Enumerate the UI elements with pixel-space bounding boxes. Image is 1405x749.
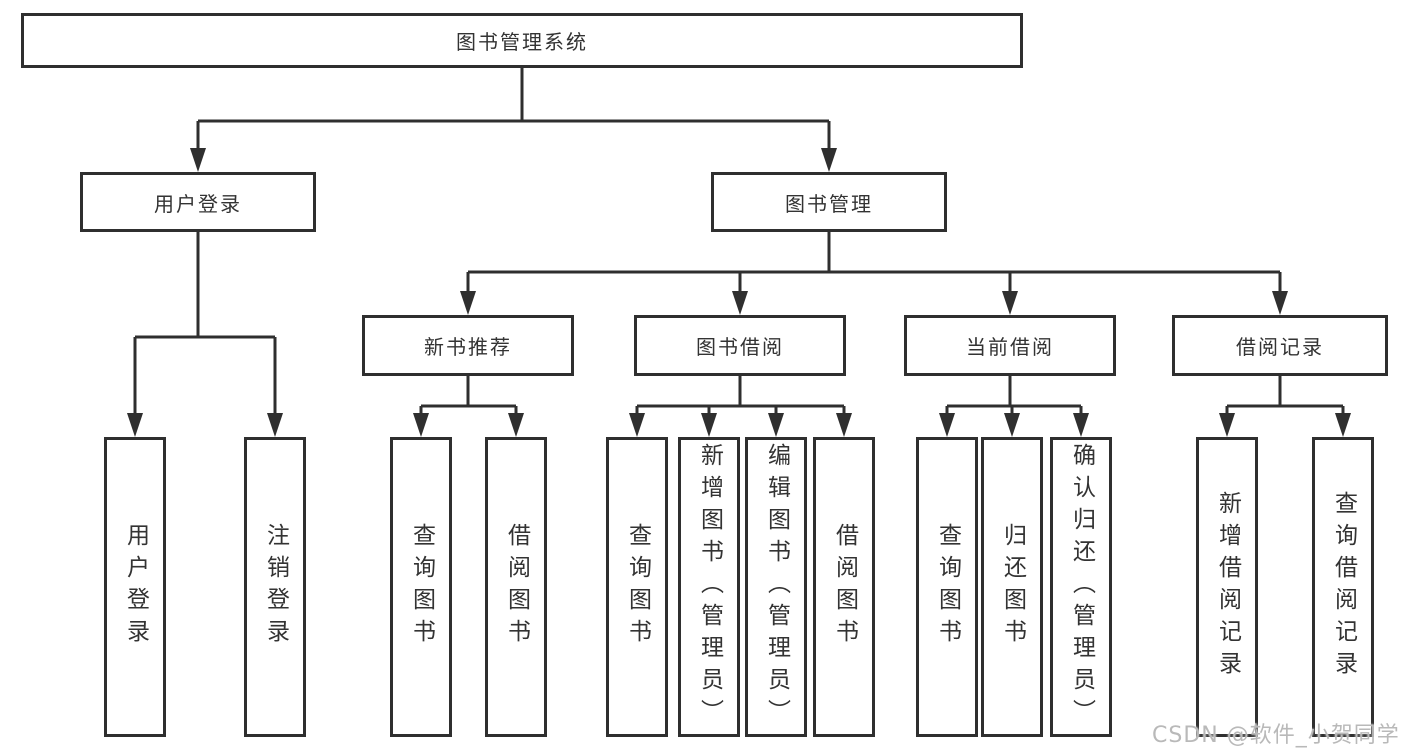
- node-label: 图书借阅: [696, 335, 784, 359]
- node-label: 确认归还（管理员）: [1068, 443, 1095, 731]
- connector-borrow-records-branch: [1219, 376, 1351, 437]
- node-leaf-query-books-recommend: 查询图书: [390, 437, 452, 737]
- node-leaf-query-books-borrow: 查询图书: [606, 437, 668, 737]
- connector-current-borrow-branch: [939, 376, 1089, 437]
- node-label: 借阅记录: [1236, 335, 1324, 359]
- node-book-management: 图书管理: [711, 172, 947, 232]
- node-label: 查询图书: [624, 523, 651, 651]
- node-label: 用户登录: [154, 191, 242, 216]
- node-user-login: 用户登录: [80, 172, 316, 232]
- node-label: 用户登录: [122, 523, 149, 651]
- node-label: 借阅图书: [831, 523, 858, 651]
- node-new-book-recommend: 新书推荐: [362, 315, 574, 376]
- node-label: 查询图书: [408, 523, 435, 651]
- node-label: 查询借阅记录: [1330, 491, 1357, 683]
- node-system-root: 图书管理系统: [21, 13, 1023, 68]
- node-label: 新增借阅记录: [1214, 491, 1241, 683]
- connector-user-login-branch: [127, 232, 283, 437]
- node-book-borrow: 图书借阅: [634, 315, 846, 376]
- node-leaf-query-borrow-record: 查询借阅记录: [1312, 437, 1374, 737]
- node-label: 当前借阅: [966, 335, 1054, 359]
- node-leaf-borrow-books: 借阅图书: [813, 437, 875, 737]
- node-leaf-logout: 注销登录: [244, 437, 306, 737]
- node-label: 归还图书: [999, 523, 1026, 651]
- node-label: 注销登录: [262, 523, 289, 651]
- node-leaf-confirm-return-admin: 确认归还（管理员）: [1050, 437, 1112, 737]
- connector-root-to-level2: [190, 68, 837, 172]
- node-label: 查询图书: [934, 523, 961, 651]
- node-label: 新书推荐: [424, 335, 512, 359]
- csdn-watermark: CSDN @软件_小贺同学: [1152, 723, 1400, 748]
- node-label: 新增图书（管理员）: [696, 443, 723, 731]
- node-leaf-add-books-admin: 新增图书（管理员）: [678, 437, 740, 737]
- node-label: 编辑图书（管理员）: [763, 443, 790, 731]
- node-leaf-edit-books-admin: 编辑图书（管理员）: [745, 437, 807, 737]
- node-leaf-return-books: 归还图书: [981, 437, 1043, 737]
- node-label: 借阅图书: [503, 523, 530, 651]
- node-leaf-user-login: 用户登录: [104, 437, 166, 737]
- node-current-borrow: 当前借阅: [904, 315, 1116, 376]
- node-leaf-add-borrow-record: 新增借阅记录: [1196, 437, 1258, 737]
- node-label: 图书管理系统: [456, 30, 588, 54]
- connector-book-borrow-branch: [629, 376, 852, 437]
- node-leaf-borrow-books-recommend: 借阅图书: [485, 437, 547, 737]
- node-leaf-query-books-current: 查询图书: [916, 437, 978, 737]
- connector-book-management-branch: [460, 232, 1288, 315]
- node-borrow-records: 借阅记录: [1172, 315, 1388, 376]
- node-label: 图书管理: [785, 191, 873, 216]
- connector-new-book-branch: [413, 376, 524, 437]
